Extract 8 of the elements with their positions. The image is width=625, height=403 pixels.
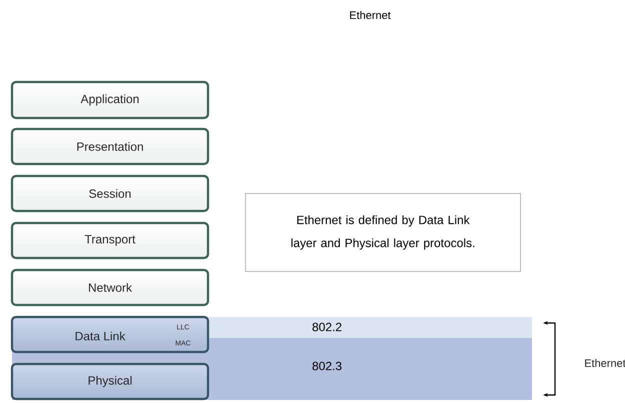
note-box: Ethernet is defined by Data Link layer and Physical layer protocols. (245, 193, 521, 272)
layer-box: Network (10, 268, 210, 306)
layer-box: Session (10, 174, 210, 212)
title: Ethernet (350, 10, 391, 20)
layer-box: Physical (10, 362, 210, 400)
layer-box: Presentation (10, 128, 210, 166)
layer-box: Application (10, 80, 210, 120)
layer-box: Transport (10, 222, 210, 260)
